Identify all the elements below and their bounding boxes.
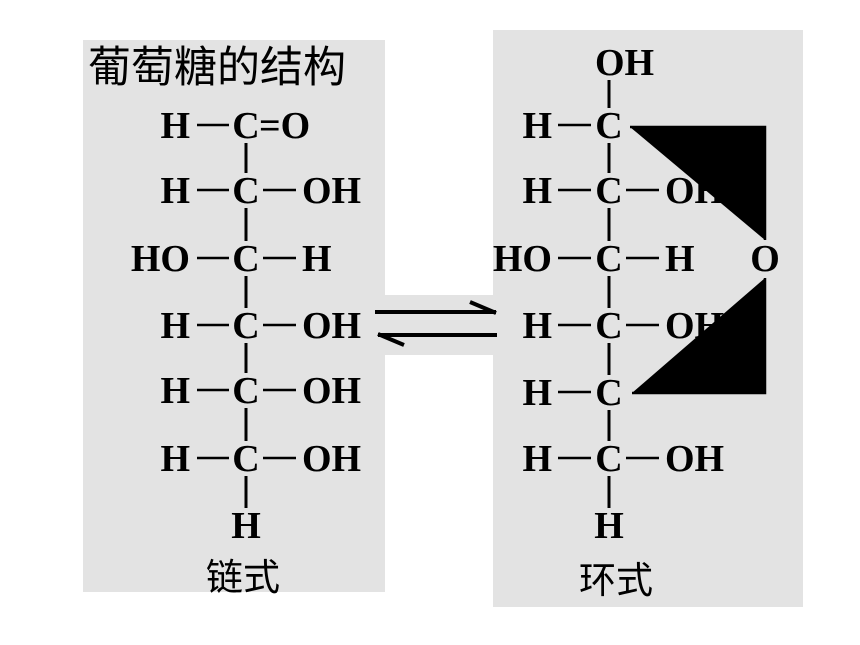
chain-row-0-right: =O (259, 105, 310, 147)
ring-row-4-carbon: C (595, 372, 622, 414)
chain-row-0-carbon: C (232, 105, 259, 147)
ring-form: OH H C H C OH HO C H H C OH H C H C OH (493, 42, 780, 602)
ring-row-5-carbon: C (595, 438, 622, 480)
ring-closure-upper-bond (630, 125, 767, 240)
chain-row-3-carbon: C (232, 305, 259, 347)
chain-row-2-left: HO (131, 238, 190, 280)
ring-oxygen: O (750, 238, 780, 280)
chain-row-1-left: H (160, 170, 190, 212)
chain-row-1-right: OH (302, 170, 361, 212)
forward-arrow-barb (469, 300, 497, 315)
ring-bottom-hydrogen: H (594, 505, 624, 547)
equilibrium-arrows (375, 300, 497, 347)
diagram-title: 葡萄糖的结构 (88, 43, 346, 93)
chain-row-5-right: OH (302, 438, 361, 480)
ring-top-hydroxyl: OH (595, 42, 654, 84)
ring-row-5-right: OH (665, 438, 724, 480)
ring-row-2-left: HO (493, 238, 552, 280)
chain-row-4-left: H (160, 370, 190, 412)
chain-row-5-left: H (160, 438, 190, 480)
chain-row-1-carbon: C (232, 170, 259, 212)
chain-row-2-carbon: C (232, 238, 259, 280)
ring-row-2-carbon: C (595, 238, 622, 280)
ring-row-0-left: H (522, 105, 552, 147)
chain-bottom-hydrogen: H (231, 505, 261, 547)
chain-row-2-right: H (302, 238, 332, 280)
ring-row-1-carbon: C (595, 170, 622, 212)
chain-row-0-left: H (160, 105, 190, 147)
ring-row-3-carbon: C (595, 305, 622, 347)
ring-row-0-carbon: C (595, 105, 622, 147)
chain-row-4-right: OH (302, 370, 361, 412)
chain-form: H C =O H C OH HO C H H C OH H C OH H C O… (131, 105, 361, 599)
chain-row-4-carbon: C (232, 370, 259, 412)
chain-form-label: 链式 (206, 556, 280, 599)
ring-row-5-left: H (522, 438, 552, 480)
ring-row-4-left: H (522, 372, 552, 414)
ring-row-2-right: H (665, 238, 695, 280)
chain-row-5-carbon: C (232, 438, 259, 480)
chain-row-3-right: OH (302, 305, 361, 347)
ring-row-3-left: H (522, 305, 552, 347)
ring-row-1-left: H (522, 170, 552, 212)
ring-closure-lower-bond (632, 278, 767, 395)
chain-row-3-left: H (160, 305, 190, 347)
chain-panel (83, 40, 385, 592)
ring-form-label: 环式 (579, 559, 653, 602)
reverse-arrow-barb (377, 332, 405, 347)
